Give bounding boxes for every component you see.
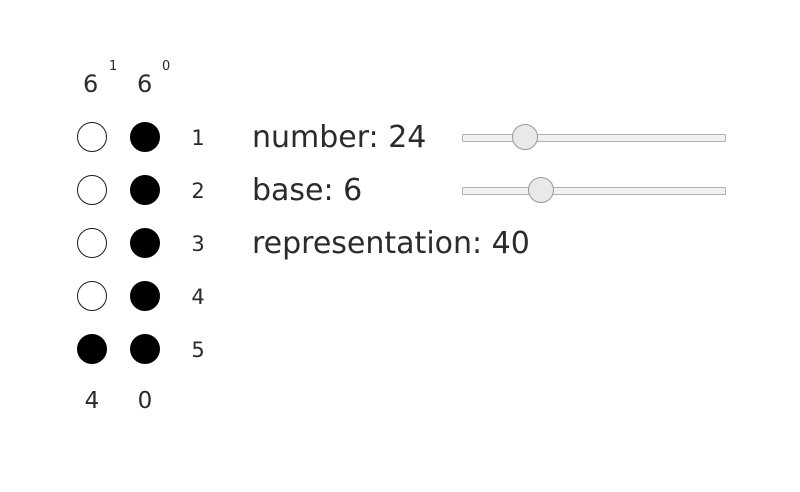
column-digit: 4 bbox=[84, 388, 100, 414]
column-base: 6 bbox=[83, 70, 99, 98]
slider-thumb[interactable] bbox=[512, 124, 539, 150]
row-label: 5 bbox=[191, 338, 205, 362]
row-label: 2 bbox=[191, 179, 205, 203]
column-digit: 0 bbox=[137, 388, 153, 414]
column-exponent: 1 bbox=[109, 59, 118, 74]
dot[interactable] bbox=[130, 175, 160, 205]
dot[interactable] bbox=[130, 228, 160, 258]
row-label: 3 bbox=[191, 232, 205, 256]
column-header-6-pow-0: 6 0 bbox=[137, 59, 170, 100]
dot[interactable] bbox=[130, 334, 160, 364]
row-label: 4 bbox=[191, 285, 205, 309]
dot[interactable] bbox=[77, 281, 107, 311]
row-label: 1 bbox=[191, 126, 205, 150]
number-slider[interactable] bbox=[462, 124, 726, 150]
base-label: base: 6 bbox=[252, 173, 363, 208]
dot[interactable] bbox=[77, 122, 107, 152]
column-exponent: 0 bbox=[162, 59, 171, 74]
dot[interactable] bbox=[77, 228, 107, 258]
dot[interactable] bbox=[130, 122, 160, 152]
base-slider[interactable] bbox=[462, 177, 726, 203]
column-base: 6 bbox=[137, 70, 153, 98]
representation-label: representation: 40 bbox=[252, 226, 530, 261]
number-label: number: 24 bbox=[252, 120, 427, 155]
slider-track[interactable] bbox=[462, 134, 726, 142]
dot[interactable] bbox=[130, 281, 160, 311]
column-header-6-pow-1: 6 1 bbox=[83, 59, 117, 100]
slider-track[interactable] bbox=[462, 187, 726, 195]
dot[interactable] bbox=[77, 334, 107, 364]
slider-thumb[interactable] bbox=[528, 177, 555, 203]
dot[interactable] bbox=[77, 175, 107, 205]
